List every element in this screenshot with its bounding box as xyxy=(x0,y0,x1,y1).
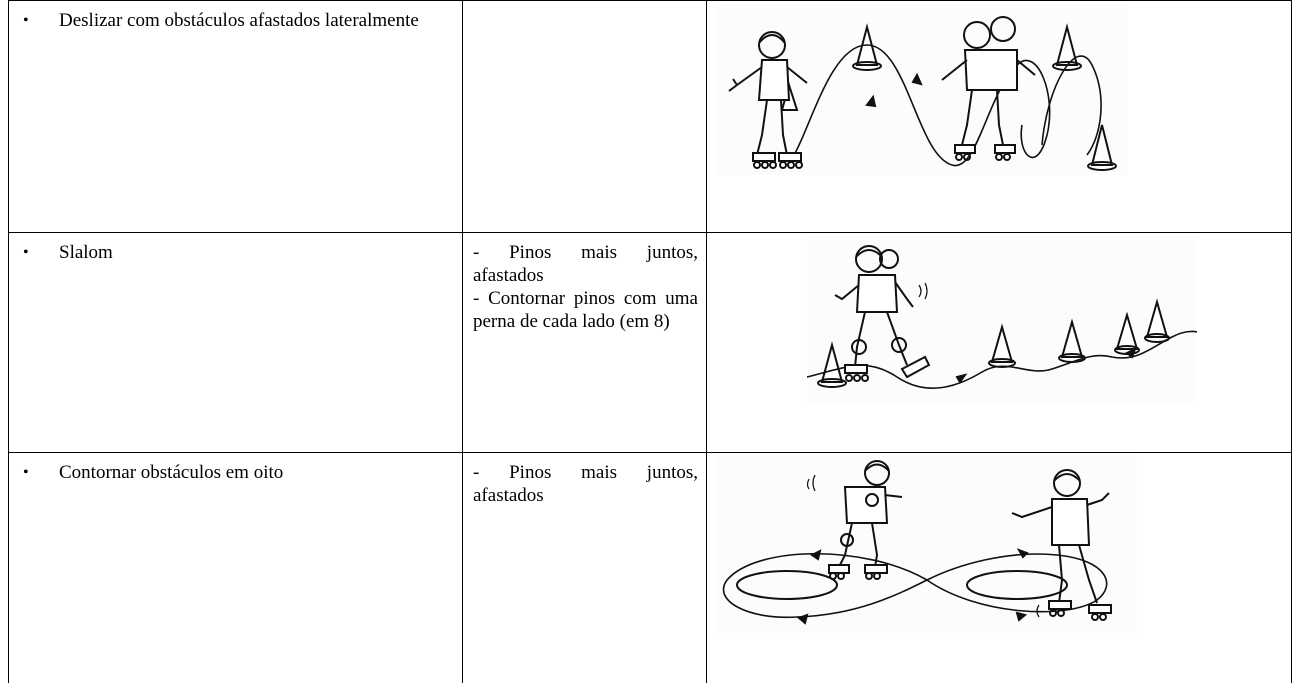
illustration-drawing xyxy=(807,245,1197,389)
table-row: • Contornar obstáculos em oito - Pinos m… xyxy=(8,452,1292,683)
activity-cell: • Contornar obstáculos em oito xyxy=(8,452,463,683)
list-item: • Deslizar com obstáculos afastados late… xyxy=(9,1,462,32)
activities-table: • Deslizar com obstáculos afastados late… xyxy=(8,0,1292,683)
variations-list: - Pinos mais juntos, afastados xyxy=(463,453,706,507)
variations-cell xyxy=(462,0,707,233)
list-item: • Slalom xyxy=(9,233,462,264)
bullet-icon: • xyxy=(23,244,29,261)
skaters-figure-eight-illustration xyxy=(717,455,1137,633)
table-row: • Deslizar com obstáculos afastados late… xyxy=(8,0,1292,233)
variations-list: - Pinos mais juntos, afastados - Contorn… xyxy=(463,233,706,333)
skater-slalom-cones-illustration xyxy=(807,237,1197,402)
skaters-weaving-wide-cones-illustration xyxy=(717,5,1127,175)
illustration-cell xyxy=(706,232,1292,453)
list-item: • Contornar obstáculos em oito xyxy=(9,453,462,484)
activity-cell: • Slalom xyxy=(8,232,463,453)
variation-item: - Contornar pinos com uma perna de cada … xyxy=(473,288,698,332)
variation-item: - Pinos mais juntos, afastados xyxy=(473,462,698,506)
illustration-drawing xyxy=(728,16,1117,171)
variations-cell: - Pinos mais juntos, afastados xyxy=(462,452,707,683)
activity-cell: • Deslizar com obstáculos afastados late… xyxy=(8,0,463,233)
activity-label: Deslizar com obstáculos afastados latera… xyxy=(59,10,419,31)
illustration-cell xyxy=(706,452,1292,683)
variations-cell: - Pinos mais juntos, afastados - Contorn… xyxy=(462,232,707,453)
table-row: • Slalom - Pinos mais juntos, afastados … xyxy=(8,232,1292,453)
illustration-cell xyxy=(706,0,1292,233)
bullet-icon: • xyxy=(23,12,29,29)
illustration-drawing xyxy=(722,460,1112,625)
bullet-icon: • xyxy=(23,464,29,481)
activity-label: Slalom xyxy=(59,242,113,263)
variation-item: - Pinos mais juntos, afastados xyxy=(473,242,698,286)
activity-label: Contornar obstáculos em oito xyxy=(59,462,284,483)
